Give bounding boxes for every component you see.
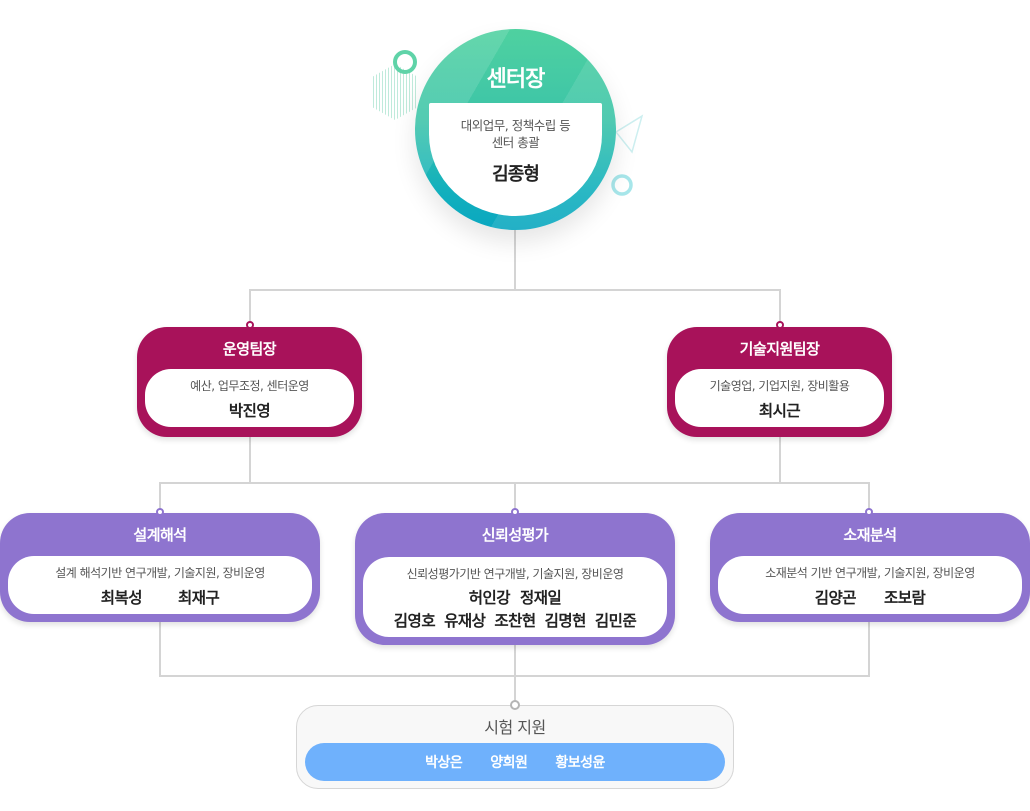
connector-node-dot bbox=[510, 700, 520, 710]
team-leader-name: 박진영 bbox=[228, 402, 271, 420]
support-title: 시험 지원 bbox=[484, 718, 546, 737]
center-director-name: 김종형 bbox=[492, 164, 540, 185]
center-desc-line2: 센터 총괄 bbox=[491, 135, 540, 150]
team-leader-name: 최시근 bbox=[758, 402, 801, 420]
group-members: 김양곤 조보람 bbox=[718, 586, 1022, 608]
connector-node-dot bbox=[776, 321, 784, 329]
team-title: 기술지원팀장 bbox=[739, 340, 820, 358]
team-title: 운영팀장 bbox=[222, 340, 277, 358]
group-node-design-analysis: 설계해석 설계 해석기반 연구개발, 기술지원, 장비운영 최복성 최재구 bbox=[0, 513, 320, 622]
center-title: 센터장 bbox=[486, 67, 546, 92]
group-desc: 신뢰성평가기반 연구개발, 기술지원, 장비운영 bbox=[406, 567, 624, 581]
connector-line bbox=[779, 436, 781, 484]
team-node-tech-support: 기술지원팀장 기술영업, 기업지원, 장비활용 최시근 bbox=[667, 327, 892, 437]
member-name: 김민준 bbox=[594, 612, 637, 630]
member-name: 김영호 bbox=[393, 612, 436, 630]
group-desc: 소재분석 기반 연구개발, 기술지원, 장비운영 bbox=[765, 566, 975, 580]
connector-line bbox=[868, 620, 870, 677]
member-name: 최재구 bbox=[178, 589, 220, 607]
connector-line bbox=[159, 620, 161, 677]
member-name: 정재일 bbox=[520, 589, 562, 607]
group-node-material-analysis: 소재분석 소재분석 기반 연구개발, 기술지원, 장비운영 김양곤 조보람 bbox=[710, 513, 1030, 622]
team-desc: 예산, 업무조정, 센터운영 bbox=[190, 379, 309, 393]
member-name: 양희원 bbox=[490, 755, 528, 771]
connector-line bbox=[779, 289, 781, 329]
group-title: 소재분석 bbox=[843, 526, 897, 544]
member-name: 조보람 bbox=[884, 589, 926, 607]
group-title: 신뢰성평가 bbox=[481, 526, 549, 544]
team-desc: 기술영업, 기업지원, 장비활용 bbox=[709, 379, 850, 393]
member-name: 박상은 bbox=[425, 755, 463, 771]
member-name: 최복성 bbox=[100, 589, 143, 607]
connector-node-dot bbox=[865, 508, 873, 516]
connector-line bbox=[249, 289, 251, 329]
test-support-node: 시험 지원 박상은 양희원 황보성윤 bbox=[296, 705, 734, 789]
team-node-operations: 운영팀장 예산, 업무조정, 센터운영 박진영 bbox=[137, 327, 362, 437]
group-members-row2: 김영호 유재상 조찬현 김명현 김민준 bbox=[363, 609, 667, 631]
group-members-row1: 허인강 정재일 bbox=[363, 586, 667, 608]
connector-line bbox=[249, 436, 251, 484]
connector-line bbox=[514, 228, 516, 290]
connector-line bbox=[159, 482, 161, 516]
center-info: 대외업무, 정책수립 등 센터 총괄 김종형 bbox=[429, 103, 602, 216]
member-name: 황보성윤 bbox=[555, 755, 605, 771]
connector-node-dot bbox=[511, 508, 519, 516]
connector-node-dot bbox=[246, 321, 254, 329]
member-name: 허인강 bbox=[468, 589, 511, 607]
decorative-hexagon-icon bbox=[372, 64, 418, 120]
group-node-reliability: 신뢰성평가 신뢰성평가기반 연구개발, 기술지원, 장비운영 허인강 정재일 김영… bbox=[355, 513, 675, 645]
decorative-triangle-icon bbox=[614, 114, 644, 154]
member-name: 김양곤 bbox=[814, 589, 857, 607]
connector-line bbox=[249, 289, 781, 291]
decorative-small-ring-icon bbox=[611, 174, 633, 196]
member-name: 유재상 bbox=[444, 612, 486, 630]
connector-line bbox=[514, 482, 516, 516]
connector-line bbox=[868, 482, 870, 516]
member-name: 김명현 bbox=[544, 612, 587, 630]
member-name: 조찬현 bbox=[494, 612, 536, 630]
support-members: 박상은 양희원 황보성윤 bbox=[305, 743, 725, 781]
decorative-ring-icon bbox=[393, 50, 417, 74]
connector-line bbox=[514, 643, 516, 707]
group-title: 설계해석 bbox=[133, 526, 187, 544]
connector-node-dot bbox=[156, 508, 164, 516]
group-members: 최복성 최재구 bbox=[8, 586, 312, 608]
center-director-node: 센터장 대외업무, 정책수립 등 센터 총괄 김종형 bbox=[415, 29, 616, 230]
group-desc: 설계 해석기반 연구개발, 기술지원, 장비운영 bbox=[55, 566, 265, 580]
center-desc-line1: 대외업무, 정책수립 등 bbox=[460, 118, 571, 133]
